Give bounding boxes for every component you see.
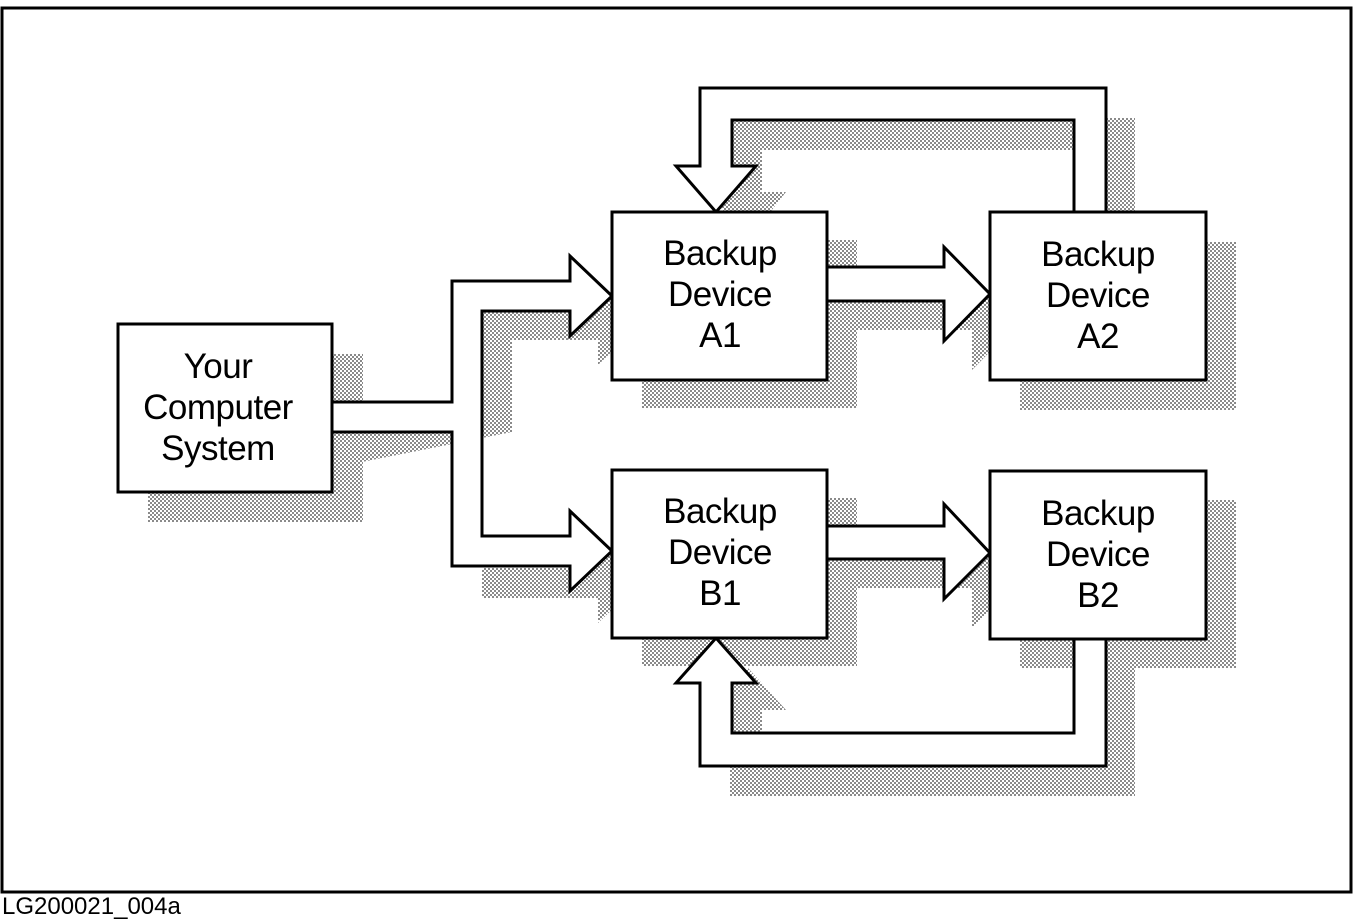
node-b2-line-2: Device — [1046, 535, 1150, 574]
connector-arrows — [332, 86, 1108, 768]
svg-text:Backup: Backup — [663, 234, 777, 273]
node-b1-line-2: Device — [668, 533, 772, 572]
node-b1-line-1: Backup — [663, 492, 777, 531]
node-b1-line-3: B1 — [699, 574, 741, 613]
svg-text:System: System — [161, 429, 275, 468]
figure-caption: LG200021_004a — [2, 893, 181, 920]
node-a1: Backup Device A1 — [610, 210, 829, 382]
svg-text:Device: Device — [668, 533, 772, 572]
svg-text:Device: Device — [1046, 276, 1150, 315]
svg-text:Backup: Backup — [1041, 235, 1155, 274]
svg-text:Device: Device — [668, 275, 772, 314]
svg-text:Backup: Backup — [1041, 494, 1155, 533]
svg-text:A2: A2 — [1077, 317, 1119, 356]
node-computer-line-3: System — [161, 429, 275, 468]
arrow-computer-to-a1-b1 — [332, 252, 615, 595]
node-a1-line-1: Backup — [663, 234, 777, 273]
svg-text:Backup: Backup — [663, 492, 777, 531]
svg-text:A1: A1 — [699, 316, 741, 355]
node-b2: Backup Device B2 — [988, 469, 1208, 641]
svg-text:B2: B2 — [1077, 576, 1119, 615]
node-computer-line-2: Computer — [143, 388, 294, 427]
node-b2-line-1: Backup — [1041, 494, 1155, 533]
node-a2-line-1: Backup — [1041, 235, 1155, 274]
node-a2: Backup Device A2 — [988, 210, 1208, 382]
node-computer: Your Computer System — [116, 322, 334, 494]
node-a2-line-3: A2 — [1077, 317, 1119, 356]
node-a1-line-2: Device — [668, 275, 772, 314]
svg-text:Device: Device — [1046, 535, 1150, 574]
svg-text:Computer: Computer — [143, 388, 294, 427]
node-computer-line-1: Your — [184, 347, 254, 386]
node-a1-line-3: A1 — [699, 316, 741, 355]
svg-text:B1: B1 — [699, 574, 741, 613]
node-b1: Backup Device B1 — [610, 468, 829, 640]
node-b2-line-3: B2 — [1077, 576, 1119, 615]
node-a2-line-2: Device — [1046, 276, 1150, 315]
svg-text:Your: Your — [184, 347, 254, 386]
